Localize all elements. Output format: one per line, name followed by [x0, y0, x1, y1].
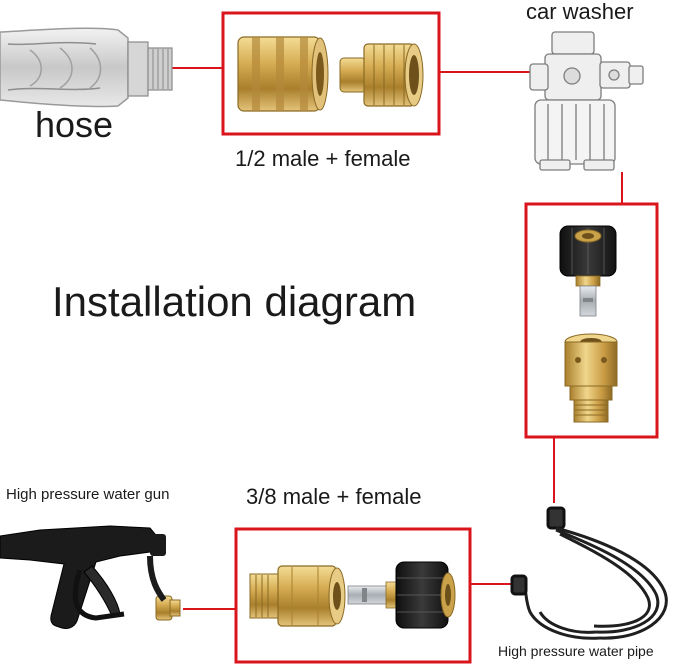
bottom-fitting-pair: [249, 561, 456, 629]
top-fitting-pair: [237, 36, 424, 112]
water-pipe-illustration: [510, 506, 668, 640]
top-fitting-frame: [221, 11, 441, 136]
male-threaded-coupler-3-8: [249, 565, 346, 627]
label-car-washer: car washer: [526, 0, 634, 24]
quarter-inch-plug-with-m22-nut: [347, 561, 456, 629]
car-washer-pump-illustration: [529, 31, 644, 171]
frames: [221, 11, 659, 664]
label-bottom-fitting: 3/8 male + female: [246, 484, 422, 509]
m22-female-swivel-coupler: [559, 225, 617, 317]
label-water-gun: High pressure water gun: [6, 486, 170, 503]
label-water-pipe: High pressure water pipe: [498, 643, 654, 659]
female-quick-coupler-half-inch: [237, 36, 329, 112]
right-fitting-pair: [559, 225, 618, 423]
label-top-fitting: 1/2 male + female: [235, 146, 411, 171]
hose-illustration: [0, 27, 173, 108]
male-plug-half-inch: [339, 43, 424, 107]
quarter-inch-quick-coupler: [564, 333, 618, 423]
connector-lines: [172, 67, 623, 610]
water-gun-illustration: [0, 525, 181, 629]
diagram-title: Installation diagram: [52, 278, 417, 325]
right-fitting-frame: [524, 202, 659, 439]
label-hose: hose: [35, 104, 114, 145]
bottom-fitting-frame: [234, 527, 472, 664]
